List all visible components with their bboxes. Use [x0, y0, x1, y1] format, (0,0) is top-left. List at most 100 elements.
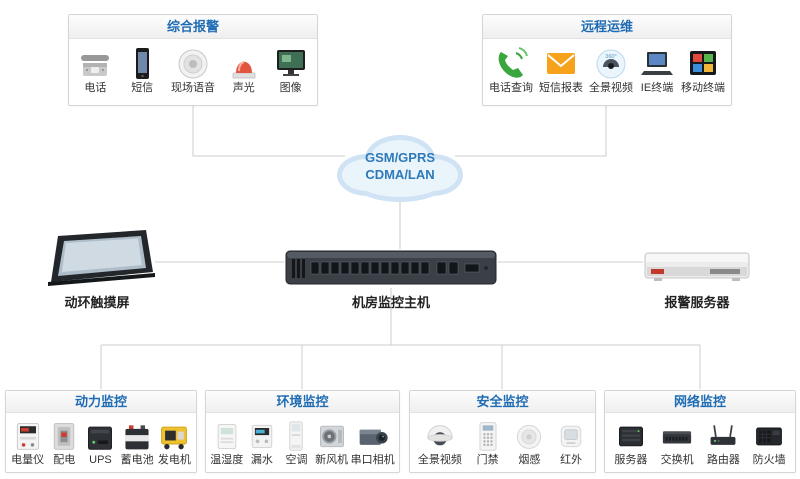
- item-label: 短信: [131, 82, 154, 94]
- item-generator: 发电机: [158, 418, 191, 467]
- mobile-terminal-icon: [685, 44, 721, 80]
- item-label: 红外: [560, 454, 583, 466]
- item-label: 烟感: [518, 454, 541, 466]
- item-label: 全景视频: [589, 82, 633, 94]
- item-label: 串口相机: [350, 454, 395, 466]
- item-temp-humidity: 温湿度: [210, 418, 243, 467]
- item-sound-light: 声光: [226, 44, 262, 95]
- item-label: 电话: [84, 82, 107, 94]
- group-environment-title: 环境监控: [206, 391, 399, 413]
- air-conditioner-icon: [280, 418, 312, 452]
- item-serial-camera: 串口相机: [351, 418, 395, 467]
- item-sms-report: 短信报表: [539, 44, 583, 95]
- alarm-server-device: [644, 250, 750, 284]
- group-network-title: 网络监控: [605, 391, 795, 413]
- group-remote-ops: 远程运维 电话查询 短信报表 360° 全景视频 IE终端 移动终端: [482, 14, 732, 106]
- sms-phone-icon: [124, 44, 160, 80]
- item-mobile-terminal: 移动终端: [681, 44, 725, 95]
- item-label: 空调: [285, 454, 308, 466]
- item-server: 服务器: [614, 418, 647, 467]
- item-label: 新风机: [315, 454, 349, 466]
- item-label: 防火墙: [752, 454, 786, 466]
- serial-camera-icon: [357, 418, 389, 452]
- group-environment-monitoring: 环境监控 温湿度 漏水 空调 新风机 串口相机: [205, 390, 400, 473]
- server-icon: [615, 418, 647, 452]
- monitoring-host-device: [285, 246, 497, 288]
- item-label: 现场语音: [170, 82, 215, 94]
- monitor-icon: [273, 44, 309, 80]
- item-panorama-video-security: 全景视频: [418, 418, 462, 467]
- touchscreen-label: 动环触摸屏: [64, 295, 130, 310]
- item-label: UPS: [89, 454, 112, 466]
- item-onsite-voice: 现场语音: [171, 44, 215, 95]
- telephone-icon: [77, 44, 113, 80]
- item-battery: 蓄电池: [121, 418, 154, 467]
- item-power-meter: 电量仪: [11, 418, 44, 467]
- cloud-shape: [337, 135, 463, 202]
- group-items: 全景视频 门禁 烟感 红外: [410, 413, 595, 471]
- item-label: 交换机: [660, 454, 694, 466]
- access-control-icon: [472, 418, 504, 452]
- item-label: IE终端: [640, 82, 674, 94]
- item-smoke-detector: 烟感: [513, 418, 545, 467]
- group-security-title: 安全监控: [410, 391, 595, 413]
- alarm-server-label: 报警服务器: [664, 295, 730, 310]
- laptop-icon: [639, 44, 675, 80]
- item-label: 温湿度: [210, 454, 244, 466]
- group-items: 服务器 交换机 路由器 防火墙: [605, 413, 795, 471]
- group-items: 温湿度 漏水 空调 新风机 串口相机: [206, 413, 399, 471]
- item-label: 电量仪: [11, 454, 45, 466]
- group-remote-ops-title: 远程运维: [483, 15, 731, 39]
- item-label: 配电: [53, 454, 76, 466]
- item-label: 路由器: [706, 454, 740, 466]
- item-access-control: 门禁: [472, 418, 504, 467]
- cloud-line2: CDMA/LAN: [365, 167, 435, 182]
- cloud-label: GSM/GPRS CDMA/LAN: [325, 149, 475, 183]
- item-label: 移动终端: [681, 82, 725, 94]
- item-image: 图像: [273, 44, 309, 95]
- item-label: 声光: [232, 82, 255, 94]
- switch-icon: [660, 418, 694, 452]
- item-sms: 短信: [124, 44, 160, 95]
- group-power-monitoring: 动力监控 电量仪 配电 UPS 蓄电池 发电机: [5, 390, 197, 473]
- generator-icon: [158, 418, 190, 452]
- item-label: 门禁: [476, 454, 499, 466]
- infrared-sensor-icon: [555, 418, 587, 452]
- group-power-title: 动力监控: [6, 391, 196, 413]
- touchscreen-device: [46, 228, 158, 290]
- item-label: 电话查询: [489, 82, 533, 94]
- dome-360-camera-icon: 360°: [593, 44, 629, 80]
- router-icon: [707, 418, 739, 452]
- item-fresh-air-fan: 新风机: [315, 418, 348, 467]
- battery-icon: [121, 418, 153, 452]
- item-label: 漏水: [250, 454, 273, 466]
- item-ie-terminal: IE终端: [639, 44, 675, 95]
- item-switch: 交换机: [660, 418, 694, 467]
- phone-call-icon: [493, 44, 529, 80]
- group-items: 电量仪 配电 UPS 蓄电池 发电机: [6, 413, 196, 471]
- monitoring-host-label: 机房监控主机: [351, 295, 430, 310]
- mail-icon: [543, 44, 579, 80]
- temp-humidity-icon: [211, 418, 243, 452]
- item-infrared: 红外: [555, 418, 587, 467]
- item-panorama-video: 360° 全景视频: [589, 44, 633, 95]
- item-air-conditioner: 空调: [280, 418, 312, 467]
- item-label: 服务器: [614, 454, 648, 466]
- item-router: 路由器: [707, 418, 740, 467]
- item-distribution: 配电: [48, 418, 80, 467]
- cloud-line1: GSM/GPRS: [364, 150, 436, 165]
- svg-text:360°: 360°: [605, 54, 616, 60]
- group-items: 电话查询 短信报表 360° 全景视频 IE终端 移动终端: [483, 39, 731, 99]
- distribution-icon: [48, 418, 80, 452]
- item-label: 图像: [279, 82, 302, 94]
- item-firewall: 防火墙: [753, 418, 786, 467]
- item-label: 短信报表: [539, 82, 583, 94]
- power-meter-icon: [12, 418, 44, 452]
- group-integrated-alarm-title: 综合报警: [69, 15, 317, 39]
- network-cloud: GSM/GPRS CDMA/LAN: [325, 123, 475, 209]
- firewall-icon: [753, 418, 785, 452]
- smoke-detector-icon: [513, 418, 545, 452]
- item-telephone: 电话: [77, 44, 113, 95]
